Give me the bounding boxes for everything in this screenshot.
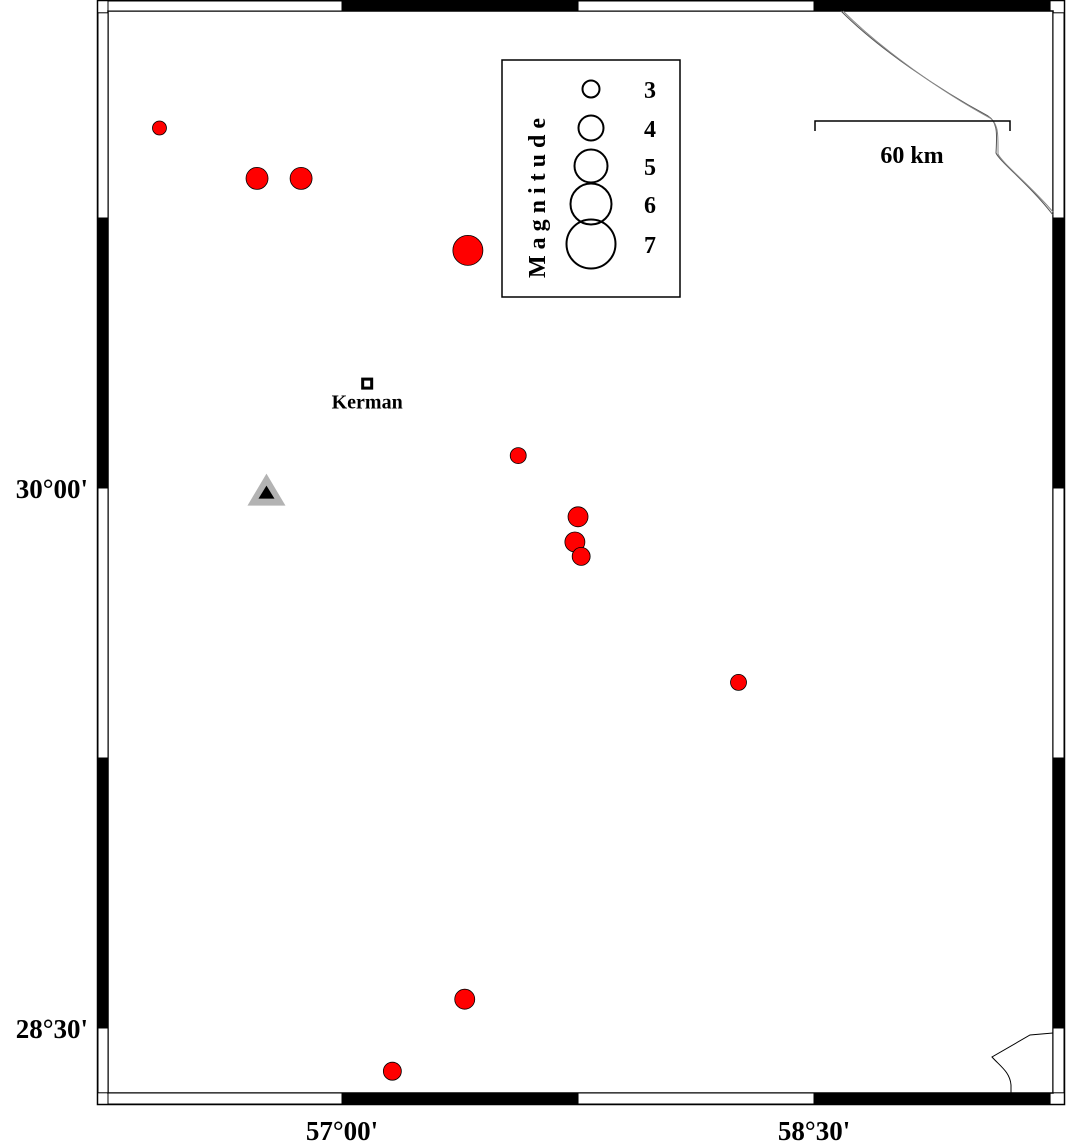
earthquake-event — [289, 166, 313, 190]
earthquake-event — [730, 674, 747, 691]
frame-scale-bars — [97, 0, 1065, 1105]
legend-circle — [581, 79, 601, 99]
legend-label: 7 — [644, 233, 656, 259]
legend-label: 4 — [644, 117, 656, 143]
frame-bar-left — [97, 217, 109, 489]
frame-bar-left — [97, 12, 109, 219]
earthquake-events — [152, 120, 747, 1081]
earthquake-event — [509, 447, 527, 465]
frame-bar-top — [341, 0, 579, 12]
scale-bar-label: 60 km — [880, 143, 943, 169]
earthquake-event — [571, 547, 591, 566]
station-inner-triangle — [258, 485, 275, 499]
frame-bar-bottom — [107, 1092, 343, 1105]
frame-bar-right — [1052, 12, 1065, 219]
coastline — [840, 10, 1054, 1093]
x-tick-label: 58°30' — [778, 1116, 850, 1143]
axis-tick-labels: 57°00' 58°30' 30°00' 28°30' — [16, 474, 851, 1143]
y-tick-label: 30°00' — [16, 474, 88, 504]
x-tick-label: 57°00' — [306, 1116, 378, 1143]
frame-bar-left — [97, 1027, 109, 1094]
earthquake-event — [454, 988, 476, 1010]
frame-bar-right — [1052, 1027, 1065, 1094]
city-kerman: Kerman — [332, 377, 403, 414]
frame-bar-bottom — [341, 1092, 579, 1105]
legend-circle — [569, 182, 613, 226]
earthquake-event — [567, 506, 589, 528]
scale-bar: 60 km — [814, 120, 1011, 169]
frame-bar-right — [1052, 487, 1065, 759]
frame-bar-top — [813, 0, 1051, 12]
legend-label: 6 — [644, 193, 656, 219]
earthquake-event — [382, 1061, 402, 1081]
frame-bar-top — [577, 0, 815, 12]
frame-bar-right — [1052, 757, 1065, 1029]
magnitude-legend: Magnitude 3 4 5 6 7 — [501, 59, 681, 298]
legend-title: Magnitude — [525, 112, 551, 278]
frame-bar-top — [107, 0, 343, 12]
legend-label: 3 — [644, 78, 656, 104]
city-marker-icon — [361, 377, 374, 390]
frame-bar-left — [97, 757, 109, 1029]
legend-label: 5 — [644, 155, 656, 181]
city-label: Kerman — [332, 392, 403, 414]
station-triangle-icon — [247, 473, 286, 506]
earthquake-event — [152, 120, 167, 136]
earthquake-event — [452, 234, 484, 266]
legend-circle — [565, 218, 617, 270]
frame-bar-bottom — [577, 1092, 815, 1105]
frame-bar-bottom — [813, 1092, 1051, 1105]
y-tick-label: 28°30' — [16, 1014, 88, 1044]
legend-box — [501, 59, 681, 298]
legend-circle — [577, 114, 605, 142]
frame-bar-right — [1052, 217, 1065, 489]
earthquake-event — [245, 166, 269, 190]
frame-bar-left — [97, 487, 109, 759]
